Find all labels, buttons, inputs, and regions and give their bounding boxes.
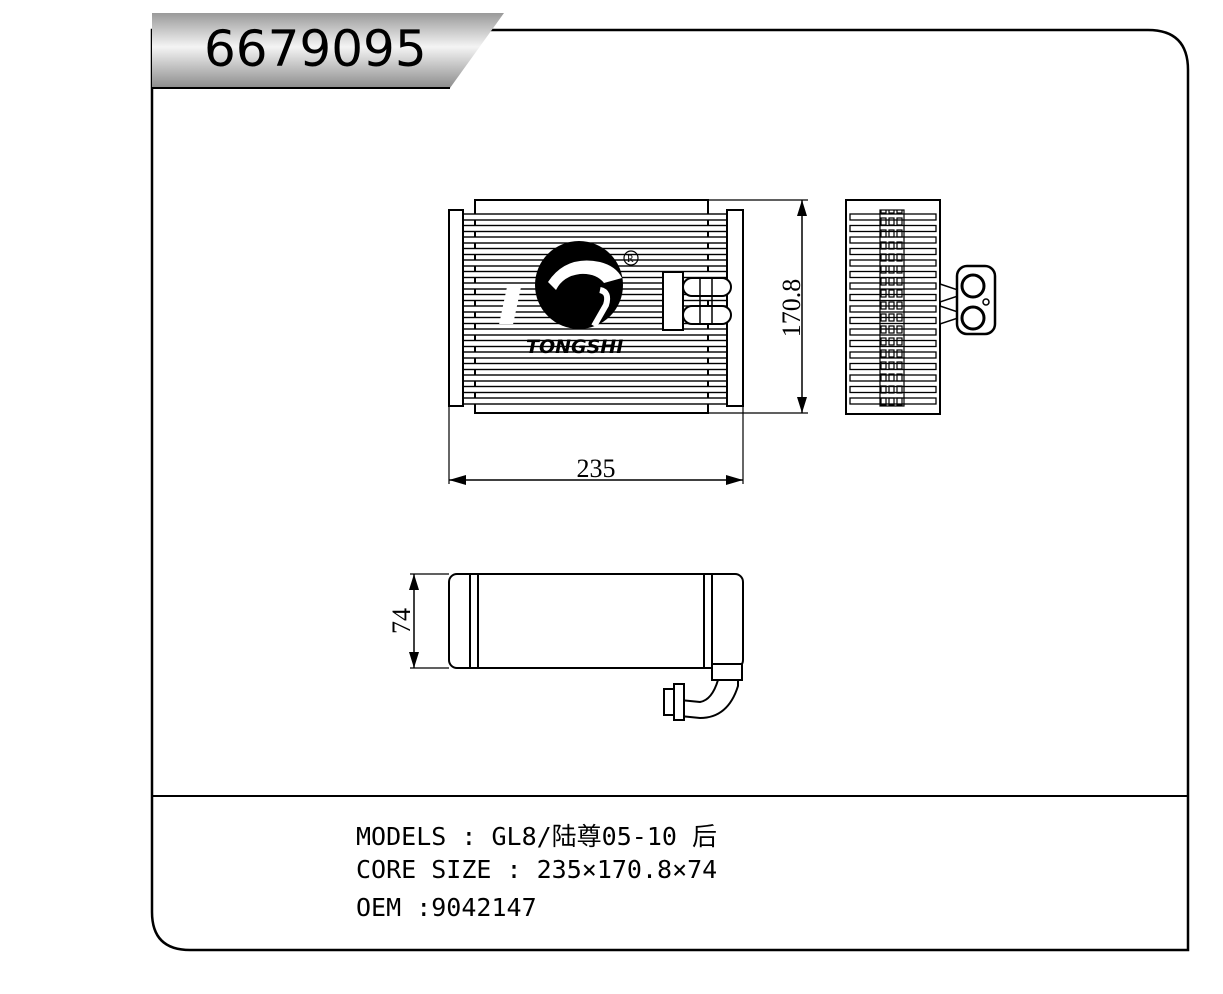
registered-mark-icon — [623, 250, 639, 266]
side-view — [845, 199, 997, 415]
registered-mark: R — [627, 254, 634, 265]
dimension-height: 170.8 — [708, 199, 808, 414]
front-view: R TONGSHI 170.8 235 — [448, 199, 808, 485]
spec-models: MODELS : GL8/陆尊05-10 后 — [356, 822, 717, 851]
part-number-tab — [152, 13, 504, 88]
side-view-fitting — [939, 264, 997, 336]
dimension-depth: 74 — [387, 573, 449, 669]
spec-oem: OEM :9042147 — [356, 893, 537, 922]
width-value: 235 — [577, 454, 616, 483]
spec-core-size: CORE SIZE : 235×170.8×74 — [356, 855, 718, 884]
depth-value: 74 — [387, 608, 416, 634]
height-value: 170.8 — [777, 279, 806, 338]
brand-name: TONGSHI — [526, 336, 623, 358]
dimension-width: 235 — [448, 406, 744, 485]
frame-border — [150, 28, 1190, 952]
part-number: 6679095 — [204, 20, 427, 78]
top-view: 74 — [387, 573, 744, 721]
front-view-pipes — [662, 271, 732, 331]
brand-logo: R TONGSHI — [499, 241, 639, 358]
